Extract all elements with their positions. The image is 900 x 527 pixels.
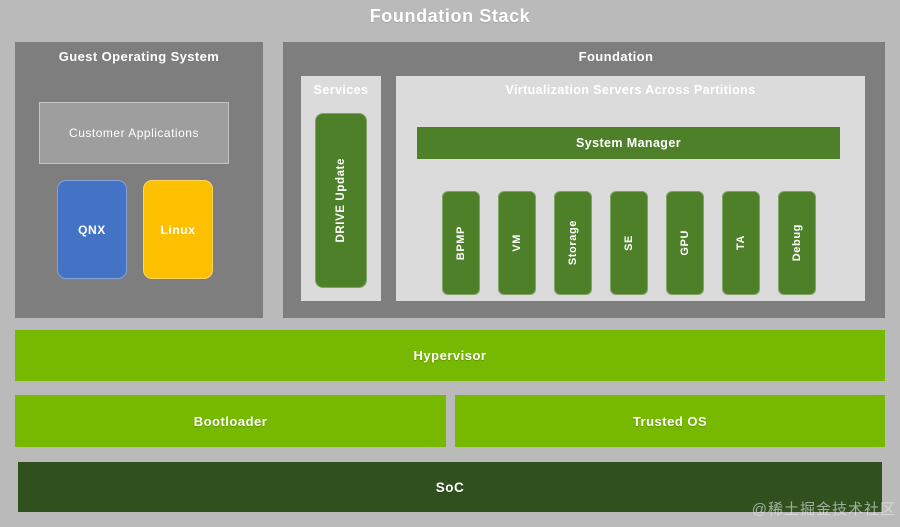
partition-box-vm: VM [498,191,536,295]
partition-columns: BPMP VM Storage SE GPU TA Debug [442,191,816,295]
partition-box-ta: TA [722,191,760,295]
qnx-box: QNX [57,180,127,279]
foundation-panel: Foundation Services DRIVE Update Virtual… [283,42,885,318]
soc-bar: SoC [18,462,882,512]
watermark: @稀土掘金技术社区 [751,501,896,518]
partition-label-debug: Debug [791,224,803,262]
partition-label-ta: TA [735,235,747,251]
guest-os-title: Guest Operating System [58,49,220,64]
system-manager-bar: System Manager [417,127,840,159]
partition-box-gpu: GPU [666,191,704,295]
partition-label-storage: Storage [567,220,579,266]
virtualization-title: Virtualization Servers Across Partitions [505,83,756,97]
drive-update-label: DRIVE Update [335,158,347,243]
hypervisor-bar: Hypervisor [15,330,885,381]
services-panel: Services DRIVE Update [301,76,381,301]
customer-applications-box: Customer Applications [39,102,229,164]
bootloader-bar: Bootloader [15,395,446,447]
partition-label-se: SE [623,235,635,251]
partition-label-bpmp: BPMP [455,225,467,261]
guest-os-panel: Guest Operating System Customer Applicat… [15,42,263,318]
partition-box-bpmp: BPMP [442,191,480,295]
page-title: Foundation Stack [369,6,531,26]
partition-box-se: SE [610,191,648,295]
foundation-title: Foundation [578,49,654,64]
partition-box-storage: Storage [554,191,592,295]
linux-box: Linux [143,180,213,279]
trusted-os-bar: Trusted OS [455,395,885,447]
partition-label-gpu: GPU [679,230,691,256]
drive-update-box: DRIVE Update [315,113,367,288]
virtualization-panel: Virtualization Servers Across Partitions… [396,76,865,301]
partition-label-vm: VM [511,234,523,252]
services-title: Services [313,83,369,97]
partition-box-debug: Debug [778,191,816,295]
